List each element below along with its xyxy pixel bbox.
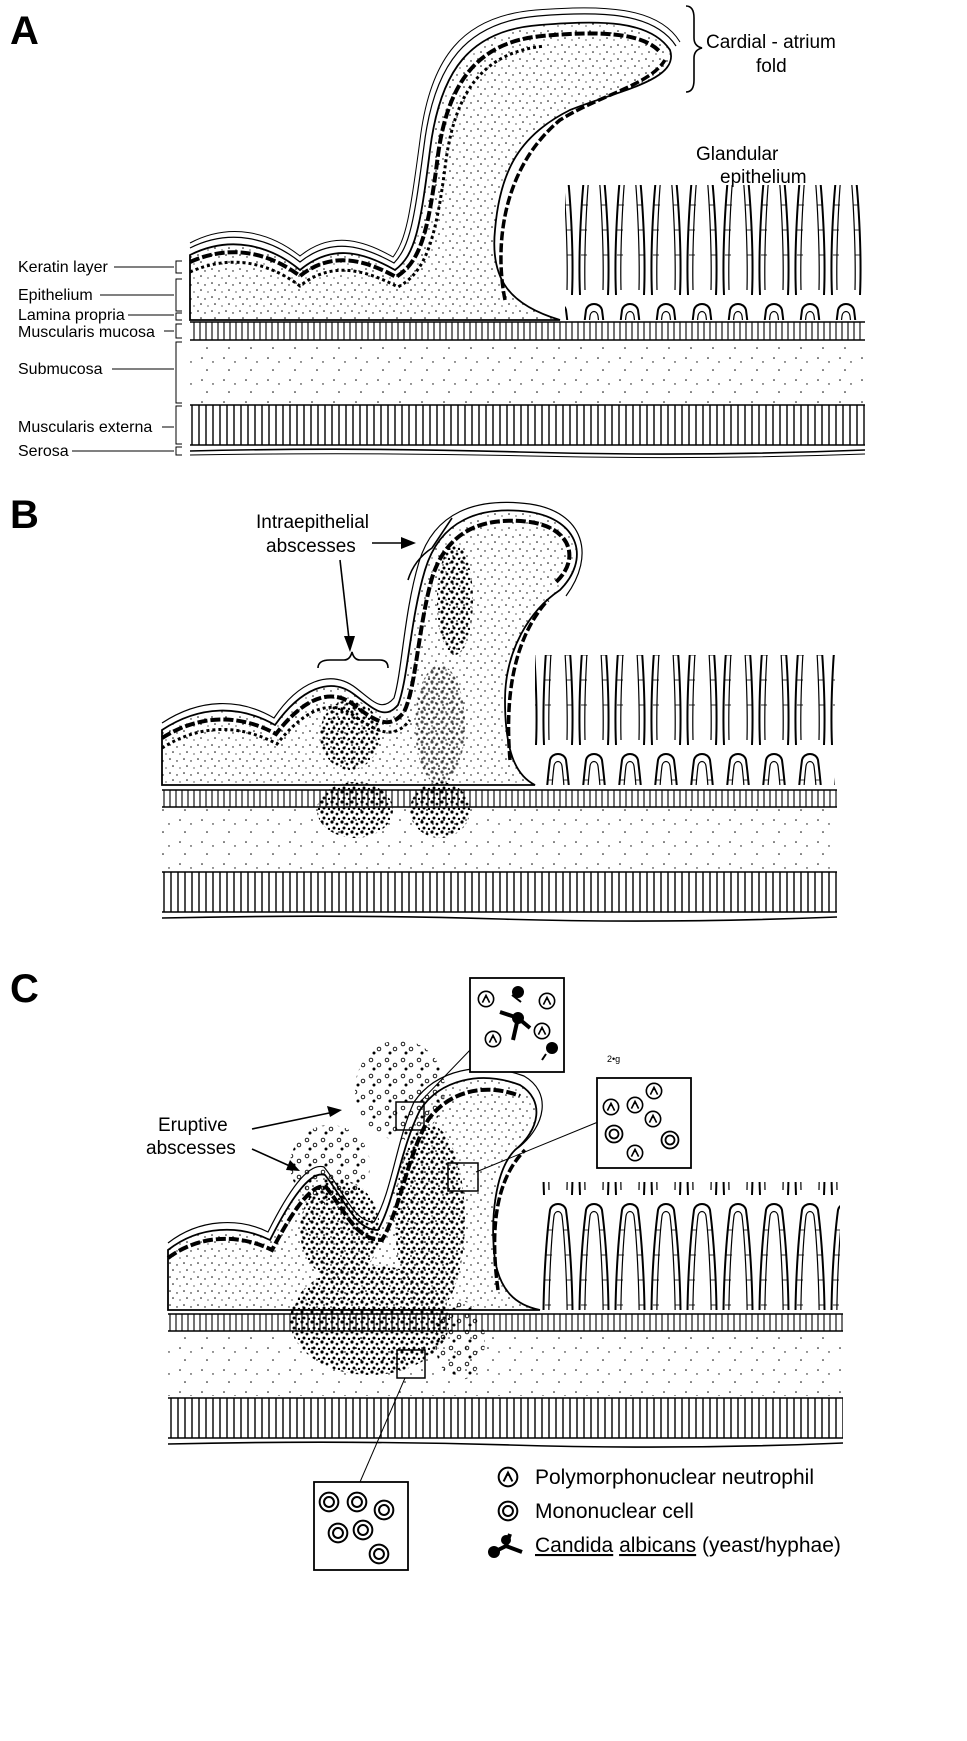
label-serosa: Serosa bbox=[18, 443, 69, 460]
abscess-b-2 bbox=[320, 700, 380, 770]
panel-a-letter: A bbox=[10, 9, 39, 53]
label-muscularis-externa: Muscularis externa bbox=[18, 419, 152, 436]
eruptive-label-1: Eruptive bbox=[158, 1115, 228, 1136]
legend-item-pmn: Polymorphonuclear neutrophil bbox=[499, 1466, 814, 1489]
glandular-label-1: Glandular bbox=[696, 144, 779, 165]
inset-mononuclear-cells bbox=[314, 1482, 408, 1570]
eruptive-label-2: abscesses bbox=[146, 1138, 236, 1159]
panel-c-letter: C bbox=[10, 967, 39, 1011]
glandular-label-2: epithelium bbox=[720, 167, 807, 188]
abscess-b-4 bbox=[437, 545, 473, 655]
label-submucosa: Submucosa bbox=[18, 361, 103, 378]
inset-mixed-cells bbox=[597, 1078, 691, 1168]
legend-item-mono: Mononuclear cell bbox=[499, 1500, 694, 1523]
submucosa-b bbox=[162, 808, 837, 870]
layer-labels: Keratin layer Epithelium Lamina propria … bbox=[18, 259, 182, 460]
muscularis-externa-b bbox=[162, 872, 837, 912]
intra-abscess-label-1: Intraepithelial bbox=[256, 512, 369, 533]
muscularis-externa-a bbox=[190, 405, 865, 445]
abscess-c-2 bbox=[395, 1125, 465, 1315]
muscularis-mucosa-b bbox=[162, 790, 837, 807]
glandular-epithelium-a bbox=[565, 185, 865, 320]
legend-candida-suffix: (yeast/hyphae) bbox=[702, 1534, 841, 1557]
candida-icon bbox=[488, 1534, 522, 1558]
inset-neutrophils-candida bbox=[470, 978, 564, 1072]
label-lamina-propria: Lamina propria bbox=[18, 307, 125, 324]
cardial-fold-bracket bbox=[686, 6, 702, 92]
submucosa-c bbox=[168, 1332, 843, 1396]
panel-b-letter: B bbox=[10, 493, 39, 537]
muscularis-mucosa-a bbox=[190, 322, 865, 340]
cardial-fold-label-2: fold bbox=[756, 56, 787, 77]
legend-pmn-label: Polymorphonuclear neutrophil bbox=[535, 1466, 814, 1489]
intra-abscess-label-2: abscesses bbox=[266, 536, 356, 557]
abscess-b-3 bbox=[410, 782, 470, 838]
muscularis-externa-c bbox=[168, 1398, 843, 1438]
submucosa-a bbox=[190, 342, 865, 404]
glandular-epithelium-b bbox=[535, 655, 835, 785]
mononuclear-cell-icon bbox=[499, 1502, 518, 1521]
muscularis-mucosa-c bbox=[168, 1314, 843, 1331]
cardial-fold-label-1: Cardial - atrium bbox=[706, 32, 836, 53]
svg-text:Candida albicans (yeast/hypha: Candida albicans (yeast/hyphae) bbox=[535, 1534, 841, 1557]
legend: Polymorphonuclear neutrophil Mononuclear… bbox=[488, 1466, 841, 1558]
neutrophil-icon bbox=[499, 1468, 518, 1487]
intra-abscess-bracket bbox=[318, 652, 388, 668]
panel-b: B Intraepithelial abscesses bbox=[10, 493, 837, 921]
tiny-mark: 2•g bbox=[607, 1054, 620, 1064]
glandular-epithelium-c bbox=[540, 1182, 840, 1310]
eruptive-cloud-1 bbox=[290, 1125, 370, 1205]
legend-candida-species: albicans bbox=[619, 1534, 696, 1557]
label-epithelium: Epithelium bbox=[18, 287, 93, 304]
label-keratin-layer: Keratin layer bbox=[18, 259, 108, 276]
legend-item-candida: Candida albicans (yeast/hyphae) bbox=[488, 1534, 841, 1558]
label-muscularis-mucosa: Muscularis mucosa bbox=[18, 324, 155, 341]
legend-mono-label: Mononuclear cell bbox=[535, 1500, 694, 1523]
panel-a: A Cardial - atrium fold Glandular epithe… bbox=[10, 6, 865, 460]
abscess-b-1 bbox=[317, 782, 393, 838]
legend-candida-genus: Candida bbox=[535, 1534, 614, 1557]
